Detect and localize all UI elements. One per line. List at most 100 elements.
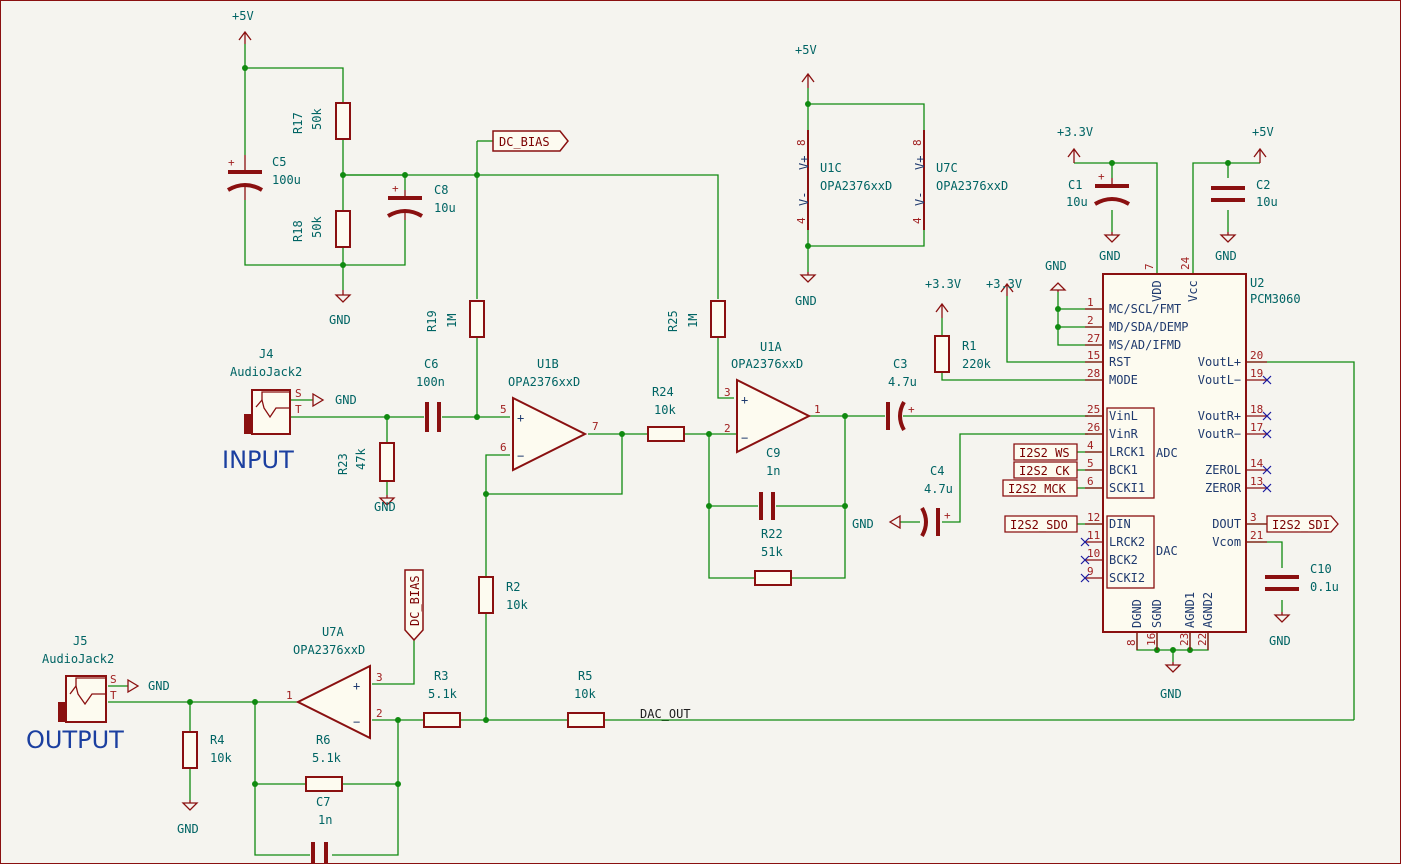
- resistor-r23: R23 47k: [336, 442, 395, 482]
- u2-pin-number: 15: [1087, 349, 1100, 362]
- resistor-r25: R25 1M: [666, 300, 726, 338]
- resistor-r3: R3 5.1k: [423, 669, 461, 728]
- resistor-r5: R5 10k: [567, 669, 605, 728]
- u2-pin-name: BCK2: [1109, 553, 1138, 567]
- gnd-u1c: GND: [795, 272, 817, 308]
- svg-text:OPA2376xxD: OPA2376xxD: [936, 179, 1008, 193]
- output-label: OUTPUT: [26, 726, 124, 754]
- opamp-u1a: 3 2 1 + − U1A OPA2376xxD: [724, 340, 821, 454]
- u2-pin-number: 25: [1087, 403, 1100, 416]
- u2-pin-name: RST: [1109, 355, 1131, 369]
- svg-text:+: +: [353, 679, 360, 693]
- u2-pin-number: 27: [1087, 332, 1100, 345]
- svg-text:51k: 51k: [761, 545, 783, 559]
- svg-text:+: +: [517, 411, 524, 425]
- svg-text:GND: GND: [335, 393, 357, 407]
- u2-pin-name: VoutL+: [1198, 355, 1241, 369]
- gnd-r23: GND: [374, 495, 396, 514]
- net-label-i2s2-sdo: I2S2_SDO: [1004, 515, 1078, 533]
- no-connect-marker: [1080, 555, 1090, 565]
- resistor-r6: R6 5.1k: [305, 733, 343, 792]
- svg-text:C6: C6: [424, 357, 438, 371]
- svg-text:GND: GND: [1160, 687, 1182, 701]
- opamp-u7a: 3 2 1 + − U7A OPA2376xxD: [286, 625, 383, 740]
- svg-text:GND: GND: [329, 313, 351, 327]
- svg-text:R22: R22: [761, 527, 783, 541]
- power-3v3-c1: +3.3V: [1057, 125, 1093, 163]
- svg-text:10u: 10u: [1066, 195, 1088, 209]
- svg-text:+: +: [392, 182, 399, 195]
- power-5v-u1c: +5V: [795, 43, 817, 88]
- svg-text:V-: V-: [913, 192, 927, 206]
- svg-text:ADC: ADC: [1156, 446, 1178, 460]
- no-connect-marker: [1262, 411, 1272, 421]
- opamp-u1c-power: 8 4 V+ V- U1C OPA2376xxD: [795, 130, 892, 230]
- svg-text:100u: 100u: [272, 173, 301, 187]
- svg-text:PCM3060: PCM3060: [1250, 292, 1301, 306]
- svg-text:100n: 100n: [416, 375, 445, 389]
- opamp-u7c-power: 8 4 V+ V- U7C OPA2376xxD: [911, 130, 1008, 230]
- net-label-i2s2-sdi: I2S2_SDI: [1266, 515, 1339, 533]
- svg-text:4.7u: 4.7u: [924, 482, 953, 496]
- u2-pin-name: SCKI1: [1109, 481, 1145, 495]
- svg-text:R3: R3: [434, 669, 448, 683]
- u2-pin-name: SCKI2: [1109, 571, 1145, 585]
- audio-jack-j4: S T J4 AudioJack2 INPUT: [222, 347, 302, 474]
- u2-pin-name: VinR: [1109, 427, 1139, 441]
- svg-text:1: 1: [286, 689, 293, 702]
- svg-text:R25: R25: [666, 310, 680, 332]
- gnd-bias: GND: [329, 290, 352, 327]
- u2-pin-number: 10: [1087, 547, 1100, 560]
- svg-text:U1C: U1C: [820, 161, 842, 175]
- power-label: +5V: [232, 9, 254, 23]
- u2-pin-number: 11: [1087, 529, 1100, 542]
- svg-text:U7A: U7A: [322, 625, 344, 639]
- svg-text:U1A: U1A: [760, 340, 782, 354]
- opamp-u1b: 5 6 7 + − U1B OPA2376xxD: [500, 357, 599, 472]
- svg-text:5: 5: [500, 403, 507, 416]
- svg-text:−: −: [741, 431, 748, 445]
- svg-text:4: 4: [911, 217, 924, 224]
- u2-pin-name: ZEROR: [1205, 481, 1242, 495]
- capacitor-c7: C7 1n: [311, 795, 332, 864]
- svg-text:C5: C5: [272, 155, 286, 169]
- no-connect-marker: [1080, 573, 1090, 583]
- svg-text:4.7u: 4.7u: [888, 375, 917, 389]
- u2-pin-name: BCK1: [1109, 463, 1138, 477]
- svg-text:C3: C3: [893, 357, 907, 371]
- svg-text:OPA2376xxD: OPA2376xxD: [731, 357, 803, 371]
- u2-pin-number: 14: [1250, 457, 1264, 470]
- svg-text:10u: 10u: [1256, 195, 1278, 209]
- no-connect-marker: [1262, 483, 1272, 493]
- wires: [108, 44, 1355, 856]
- svg-text:−: −: [517, 449, 524, 463]
- svg-text:C2: C2: [1256, 178, 1270, 192]
- svg-text:8: 8: [911, 139, 924, 146]
- u2-pin-name: MD/SDA/DEMP: [1109, 320, 1188, 334]
- u2-pin-number: 18: [1250, 403, 1263, 416]
- svg-text:1M: 1M: [445, 314, 459, 328]
- svg-text:50k: 50k: [310, 108, 324, 130]
- resistor-r1: R1 220k: [934, 335, 992, 373]
- u2-pin-name: SGND: [1150, 599, 1164, 628]
- svg-text:V-: V-: [797, 192, 811, 206]
- capacitor-c4: + C4 4.7u: [920, 464, 953, 537]
- svg-text:R19: R19: [425, 310, 439, 332]
- u2-pin-name: VoutR−: [1198, 427, 1241, 441]
- net-label-i2s2-mck: I2S2_MCK: [1002, 479, 1078, 497]
- svg-text:R24: R24: [652, 385, 674, 399]
- svg-text:4: 4: [795, 217, 808, 224]
- resistor-r24: R24 10k: [647, 385, 685, 442]
- svg-text:6: 6: [500, 441, 507, 454]
- power-5v-top-left: +5V: [232, 9, 254, 44]
- svg-text:1: 1: [814, 403, 821, 416]
- no-connect-marker: [1262, 465, 1272, 475]
- svg-text:GND: GND: [1215, 249, 1237, 263]
- power-3v3-rst: +3.3V: [986, 277, 1022, 296]
- svg-text:3: 3: [724, 386, 731, 399]
- no-connect-marker: [1262, 375, 1272, 385]
- svg-text:+: +: [1098, 170, 1105, 183]
- net-label-dac-out: DAC_OUT: [640, 707, 691, 721]
- power-label: +3.3V: [1057, 125, 1093, 139]
- resistor-r18: R18 50k: [291, 210, 351, 248]
